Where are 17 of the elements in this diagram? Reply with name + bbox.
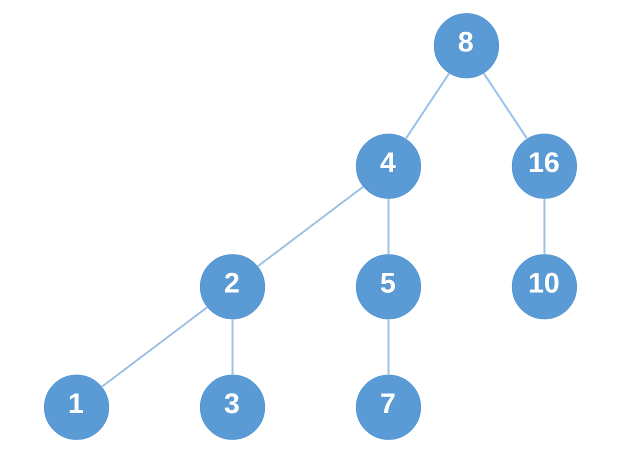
connector — [542, 198, 545, 255]
connector — [100, 306, 208, 388]
node-circle: 16 — [511, 134, 577, 199]
node-circle: 3 — [199, 374, 265, 440]
connector — [386, 198, 389, 255]
node-circle: 8 — [433, 13, 499, 78]
node-circle: 1 — [43, 374, 109, 440]
node-circle: 5 — [355, 254, 421, 320]
connector — [256, 186, 364, 268]
node-circle: 7 — [355, 374, 421, 440]
connector — [386, 319, 389, 376]
node-circle: 4 — [355, 134, 421, 199]
node-circle: 10 — [511, 254, 577, 320]
connector — [404, 72, 450, 140]
connector — [482, 72, 528, 140]
node-circle: 2 — [199, 254, 265, 320]
connector — [231, 319, 234, 376]
